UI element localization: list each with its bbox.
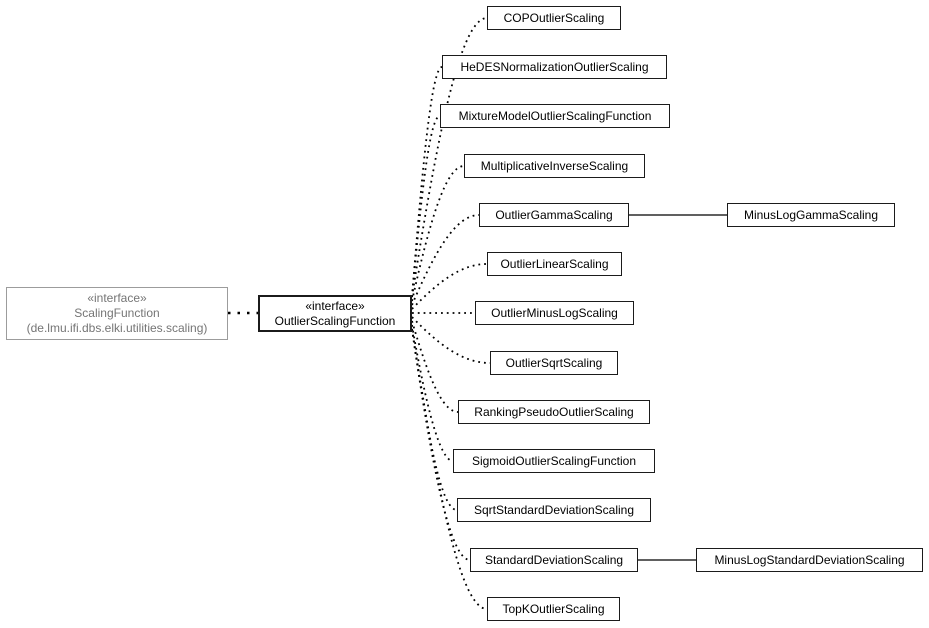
class-node-hedes-normalization-outlier-scaling[interactable]: HeDESNormalizationOutlierScaling xyxy=(442,55,667,79)
class-node-sqrt-standard-deviation-scaling[interactable]: SqrtStandardDeviationScaling xyxy=(457,498,651,522)
class-node-topk-outlier-scaling[interactable]: TopKOutlierScaling xyxy=(487,597,620,621)
class-node-outlier-sqrt-scaling[interactable]: OutlierSqrtScaling xyxy=(490,351,618,375)
edge-dotted-mixture-model-outlier-scaling-function xyxy=(411,115,441,298)
interface-name: OutlierScalingFunction xyxy=(274,313,396,328)
interface-node-scaling-function[interactable]: «interface» ScalingFunction (de.lmu.ifi.… xyxy=(6,287,228,340)
class-node-outlier-minus-log-scaling[interactable]: OutlierMinusLogScaling xyxy=(475,301,634,325)
edge-dotted-standard-deviation-scaling xyxy=(411,328,471,561)
package-name: (de.lmu.ifi.dbs.elki.utilities.scaling) xyxy=(26,321,208,335)
class-node-cop-outlier-scaling[interactable]: COPOutlierScaling xyxy=(487,6,621,30)
class-node-ranking-pseudo-outlier-scaling[interactable]: RankingPseudoOutlierScaling xyxy=(458,400,650,424)
stereotype-label: «interface» xyxy=(305,298,365,313)
edge-dotted-sigmoid-outlier-scaling-function xyxy=(411,324,454,462)
class-node-multiplicative-inverse-scaling[interactable]: MultiplicativeInverseScaling xyxy=(464,154,645,178)
class-node-sigmoid-outlier-scaling-function[interactable]: SigmoidOutlierScalingFunction xyxy=(453,449,655,473)
edge-dotted-ranking-pseudo-outlier-scaling xyxy=(411,320,459,413)
edge-dotted-sqrt-standard-deviation-scaling xyxy=(411,328,458,511)
class-node-standard-deviation-scaling[interactable]: StandardDeviationScaling xyxy=(470,548,638,572)
edge-dotted-outlier-gamma-scaling xyxy=(411,214,480,306)
class-node-minus-log-standard-deviation-scaling[interactable]: MinusLogStandardDeviationScaling xyxy=(696,548,923,572)
stereotype-label: «interface» xyxy=(87,291,147,305)
class-node-outlier-linear-scaling[interactable]: OutlierLinearScaling xyxy=(487,252,622,276)
edge-dotted-hedes-normalization-outlier-scaling xyxy=(411,66,443,298)
class-node-outlier-gamma-scaling[interactable]: OutlierGammaScaling xyxy=(479,203,629,227)
interface-name: ScalingFunction xyxy=(74,306,160,320)
interface-node-outlier-scaling-function[interactable]: «interface» OutlierScalingFunction xyxy=(258,295,412,332)
edge-dotted-multiplicative-inverse-scaling xyxy=(411,165,465,302)
class-node-minus-log-gamma-scaling[interactable]: MinusLogGammaScaling xyxy=(727,203,895,227)
class-node-mixture-model-outlier-scaling-function[interactable]: MixtureModelOutlierScalingFunction xyxy=(440,104,670,128)
